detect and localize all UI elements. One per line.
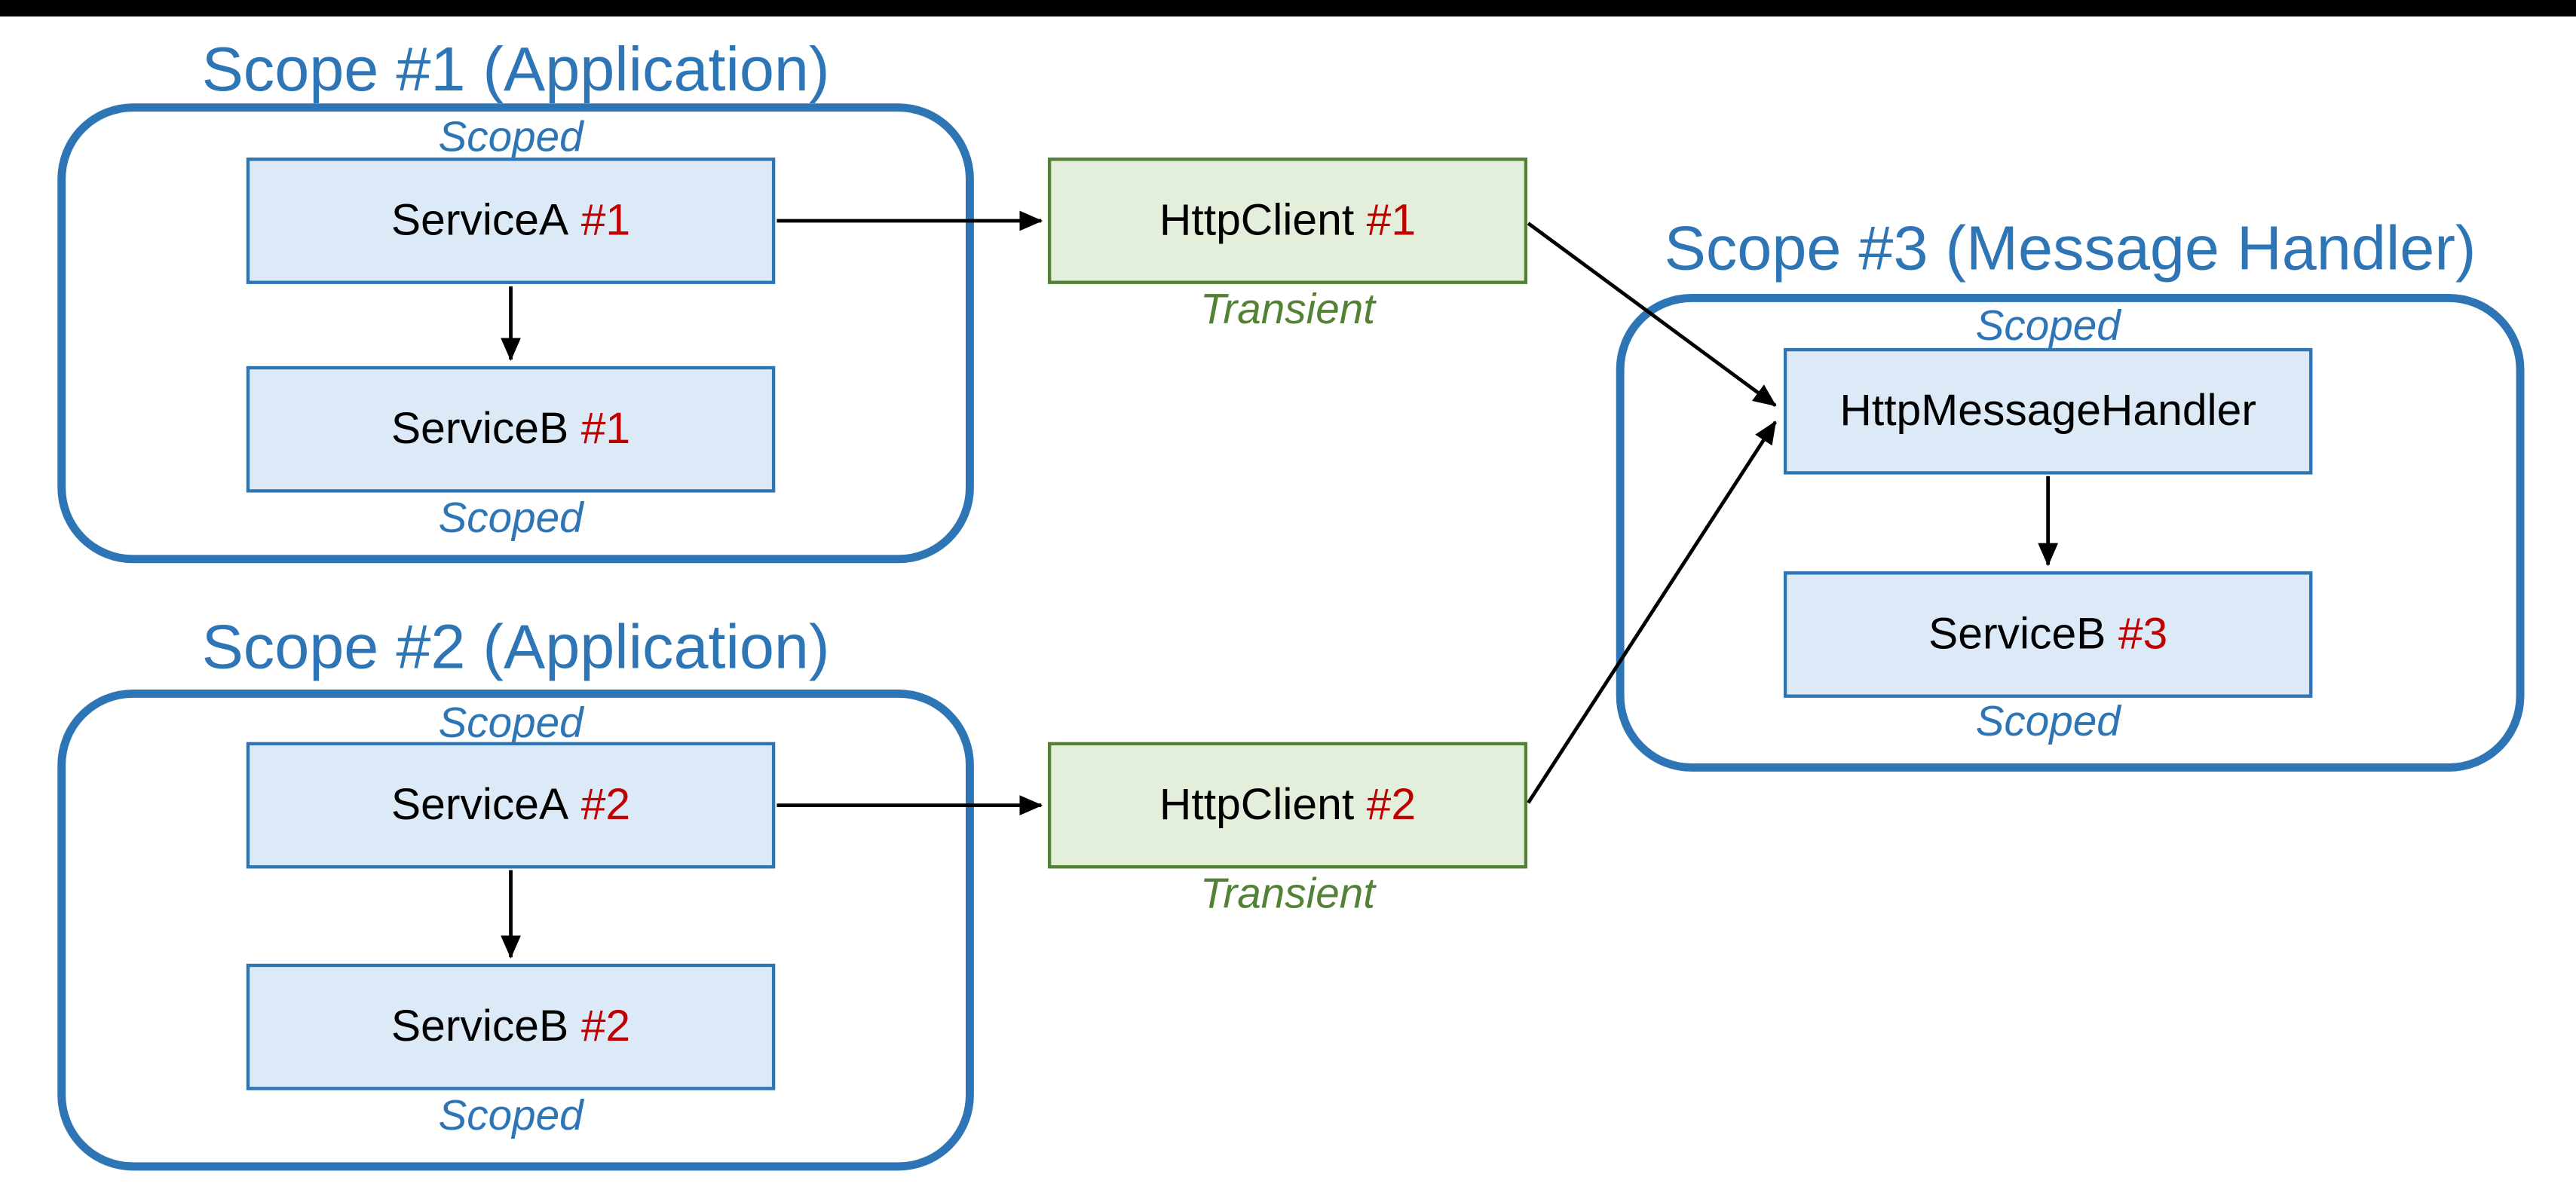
service-a-1-node: ServiceA#1 (246, 158, 776, 284)
scope-2-scoped-bottom-label: Scoped (438, 1090, 584, 1139)
service-b-2-label: ServiceB (391, 1001, 569, 1051)
scope-2-boundary (57, 689, 974, 1171)
http-client-2-instance: #2 (1366, 779, 1417, 830)
scope-3-scoped-bottom-label: Scoped (1975, 696, 2121, 746)
scope-2-scoped-top-label: Scoped (438, 697, 584, 748)
scope-3-title: Scope #3 (Message Handler) (1664, 215, 2476, 284)
http-client-1-label: HttpClient (1159, 195, 1355, 245)
scope-1-boundary (57, 103, 974, 564)
http-client-2-label: HttpClient (1159, 779, 1355, 830)
service-b-3-label: ServiceB (1928, 609, 2106, 659)
scope-1-scoped-top-label: Scoped (438, 112, 584, 161)
scope-1-title: Scope #1 (Application) (201, 35, 830, 106)
service-b-2-instance: #2 (580, 1001, 631, 1051)
scope-3-scoped-top-label: Scoped (1975, 300, 2121, 350)
scope-1-scoped-bottom-label: Scoped (438, 492, 584, 542)
http-client-2-node: HttpClient#2 (1047, 742, 1528, 869)
service-b-3-node: ServiceB#3 (1783, 571, 2313, 698)
http-client-1-instance: #1 (1366, 195, 1417, 245)
http-message-handler-label: HttpMessageHandler (1839, 385, 2256, 436)
service-a-1-instance: #1 (580, 195, 631, 245)
service-a-1-label: ServiceA (391, 195, 569, 245)
http-client-1-node: HttpClient#1 (1047, 158, 1528, 284)
http-message-handler-node: HttpMessageHandler (1783, 347, 2313, 475)
service-a-2-label: ServiceA (391, 779, 569, 830)
http-client-1-lifetime-label: Transient (1200, 283, 1375, 334)
service-a-2-instance: #2 (580, 779, 631, 830)
service-b-1-instance: #1 (580, 403, 631, 454)
service-b-1-label: ServiceB (391, 403, 569, 454)
scope-2-title: Scope #2 (Application) (201, 613, 830, 684)
service-b-2-node: ServiceB#2 (246, 963, 776, 1090)
letterbox-top-bar (0, 0, 2576, 16)
service-a-2-node: ServiceA#2 (246, 742, 776, 869)
http-client-2-lifetime-label: Transient (1200, 868, 1375, 918)
service-b-1-node: ServiceB#1 (246, 365, 776, 493)
service-b-3-instance: #3 (2118, 609, 2168, 659)
